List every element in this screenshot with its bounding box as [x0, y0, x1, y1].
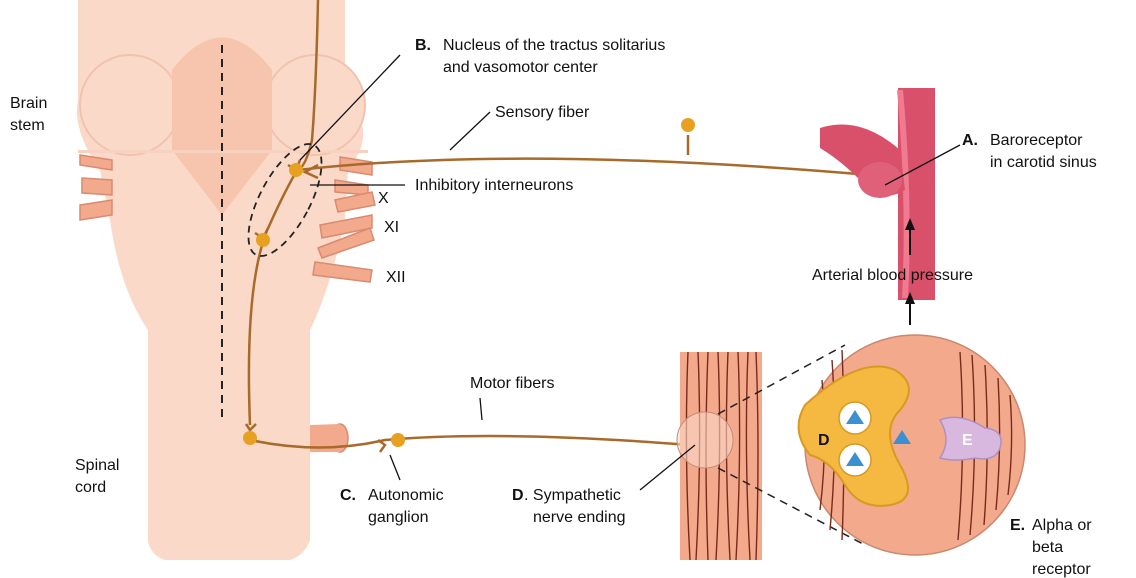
- label-spinal: Spinal: [75, 457, 119, 474]
- label-brain: Brain: [10, 95, 47, 112]
- label-c-prefix: C.: [340, 487, 356, 504]
- label-d-line2: nerve ending: [533, 509, 626, 526]
- label-e-line3: receptor: [1032, 561, 1091, 578]
- label-sensory-fiber: Sensory fiber: [495, 104, 590, 121]
- neuron-interneuron: [256, 233, 270, 247]
- label-a-line1: Baroreceptor: [990, 132, 1083, 149]
- neuron-preganglionic: [243, 431, 257, 445]
- label-e-prefix: E.: [1010, 517, 1025, 534]
- label-nerve-xii: XII: [386, 269, 406, 286]
- label-a-prefix: A.: [962, 132, 978, 149]
- neuron-nts: [289, 163, 303, 177]
- muscle-strip: [677, 352, 762, 560]
- magnified-view: [799, 335, 1025, 555]
- label-d-line1: . Sympathetic: [524, 487, 621, 504]
- brain-stem: [77, 0, 368, 560]
- label-b-line1: Nucleus of the tractus solitarius: [443, 37, 665, 54]
- label-a-line2: in carotid sinus: [990, 154, 1097, 171]
- label-nerve-x: X: [378, 190, 389, 207]
- label-nerve-xi: XI: [384, 219, 399, 236]
- label-e-line2: beta: [1032, 539, 1063, 556]
- neuron-sensory: [681, 118, 695, 132]
- label-motor-fibers: Motor fibers: [470, 375, 554, 392]
- label-inhibitory: Inhibitory interneurons: [415, 177, 573, 194]
- neuron-ganglion: [391, 433, 405, 447]
- label-d-inner: D: [818, 432, 830, 449]
- label-arterial: Arterial blood pressure: [812, 267, 973, 284]
- label-b-prefix: B.: [415, 37, 431, 54]
- label-c-line1: Autonomic: [368, 487, 444, 504]
- label-b-line2: and vasomotor center: [443, 59, 598, 76]
- label-d-prefix: D: [512, 487, 524, 504]
- left-cranial-nerves: [80, 155, 112, 220]
- label-c-line2: ganglion: [368, 509, 429, 526]
- label-e-line1: Alpha or: [1032, 517, 1092, 534]
- label-cord: cord: [75, 479, 106, 496]
- label-e-inner: E: [962, 432, 973, 449]
- label-stem: stem: [10, 117, 45, 134]
